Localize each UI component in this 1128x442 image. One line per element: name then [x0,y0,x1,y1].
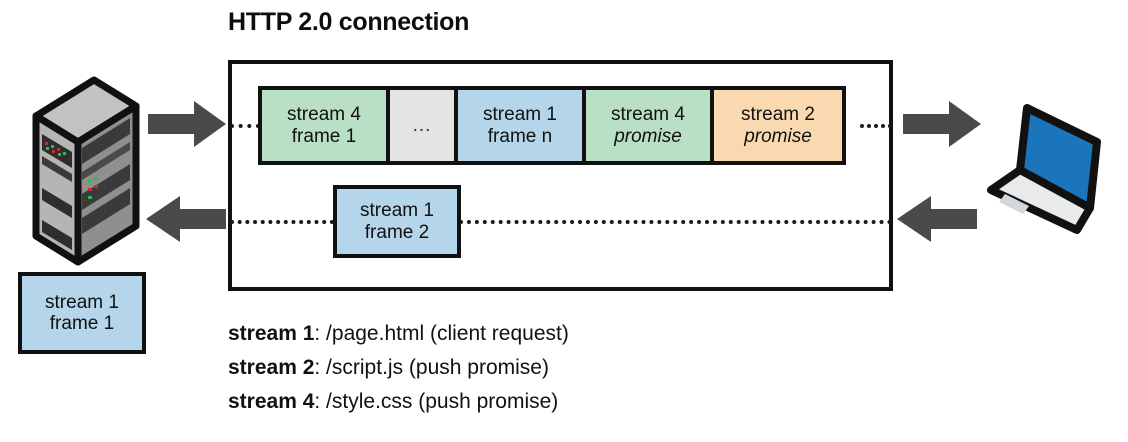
frame-line1: stream 2 [741,104,815,126]
legend-label: stream 4 [228,390,315,413]
frame-line2: frame n [487,125,553,147]
legend-text: : /page.html (client request) [314,322,569,345]
legend: stream 1: /page.html (client request) st… [228,317,569,419]
frame-line1: stream 1 [360,200,434,222]
dotted-line-bottom-left [230,220,334,224]
dotted-line-top-right [860,124,892,128]
legend-row: stream 1: /page.html (client request) [228,317,569,351]
frame-strip: stream 4 frame 1 ... stream 1 frame n st… [258,86,846,165]
page-title: HTTP 2.0 connection [228,8,470,36]
arrow-connection-to-server [146,196,226,247]
frame-line2: frame 2 [364,221,430,243]
inbound-frame-box[interactable]: stream 1 frame 2 [333,185,461,258]
legend-label: stream 2 [228,356,315,379]
frame-line2: promise [744,125,812,147]
frame-line2: promise [614,125,682,147]
frame-box[interactable]: stream 2 promise [714,90,842,161]
frame-box[interactable]: stream 4 promise [586,90,714,161]
legend-label: stream 1 [228,322,315,345]
frame-box[interactable]: stream 4 frame 1 [262,90,390,161]
arrow-server-to-connection [148,101,226,152]
dotted-line-bottom-right [459,220,892,224]
frame-box-ellipsis: ... [390,90,458,161]
dotted-line-top-left [230,124,260,128]
legend-row: stream 2: /script.js (push promise) [228,351,569,385]
frame-line1: stream 4 [611,104,685,126]
frame-line1: stream 1 [45,291,119,313]
server-icon [32,76,140,266]
laptop-icon [985,90,1115,240]
legend-text: : /style.css (push promise) [314,390,559,413]
legend-row: stream 4: /style.css (push promise) [228,385,569,419]
frame-box[interactable]: stream 1 frame n [458,90,586,161]
arrow-connection-to-client [903,101,981,152]
frame-line1: stream 1 [483,104,557,126]
frame-line2: frame 1 [291,125,357,147]
frame-line2: ... [412,114,432,136]
pending-frame-box[interactable]: stream 1 frame 1 [18,272,146,354]
legend-text: : /script.js (push promise) [314,356,549,379]
frame-line2: frame 1 [49,313,115,334]
frame-line1: stream 4 [287,104,361,126]
arrow-client-to-connection [897,196,977,247]
